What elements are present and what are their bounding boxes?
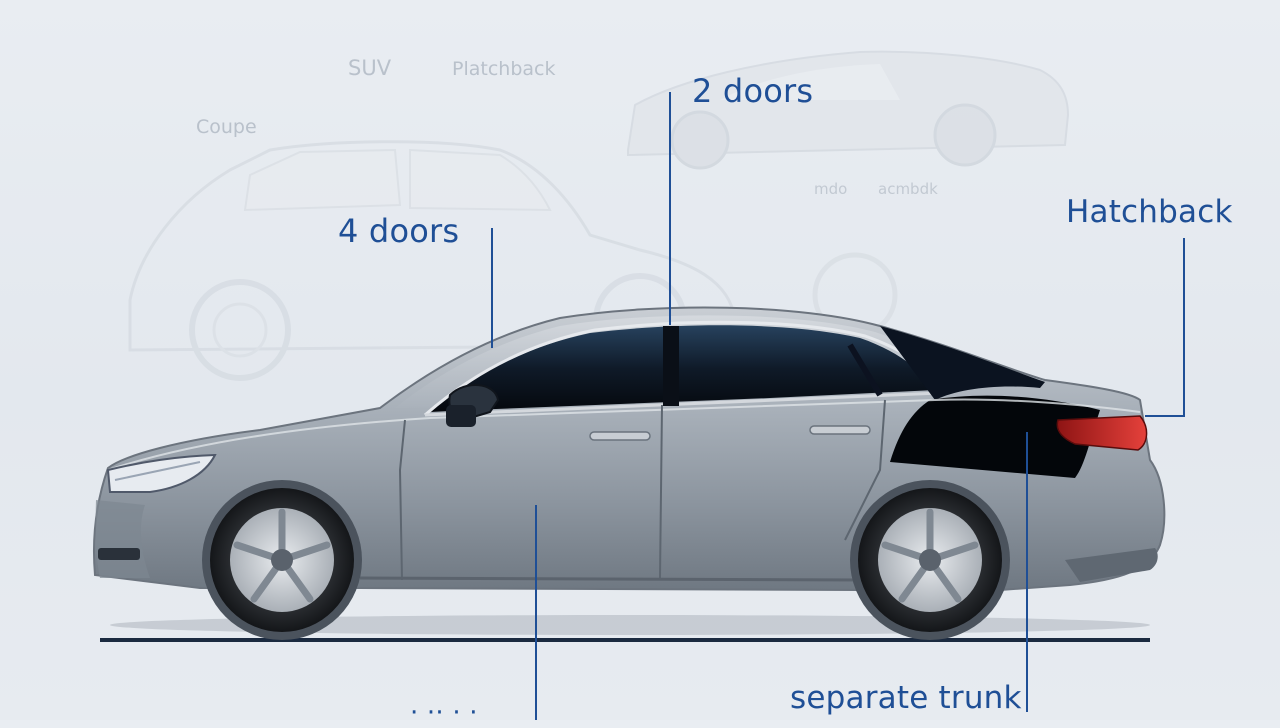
background-label-hatchback: Platchback	[452, 58, 556, 80]
rear-wheel	[850, 480, 1010, 640]
trunk-highlight	[880, 326, 1045, 400]
front-wheel	[202, 480, 362, 640]
callout-4-doors: 4 doors	[338, 212, 460, 250]
tail-light	[1056, 415, 1148, 451]
background-label-coupe: Coupe	[196, 116, 257, 138]
callout-separate-trunk: separate trunk	[790, 680, 1022, 716]
callout-2-doors: 2 doors	[692, 72, 814, 110]
background-coupe-silhouette	[627, 50, 1070, 170]
callout-hatchback: Hatchback	[1066, 194, 1233, 230]
background-label-small-left: mdo	[814, 180, 848, 198]
callout-bottom-partial: · ·· · ·	[410, 698, 478, 728]
leader-lines	[491, 92, 1185, 720]
side-windows	[430, 325, 935, 412]
sedan-car	[92, 306, 1166, 640]
background-label-small-right: acmbdk	[878, 180, 938, 198]
background-label-suv: SUV	[348, 56, 392, 80]
leader-hatchback	[1145, 238, 1185, 417]
